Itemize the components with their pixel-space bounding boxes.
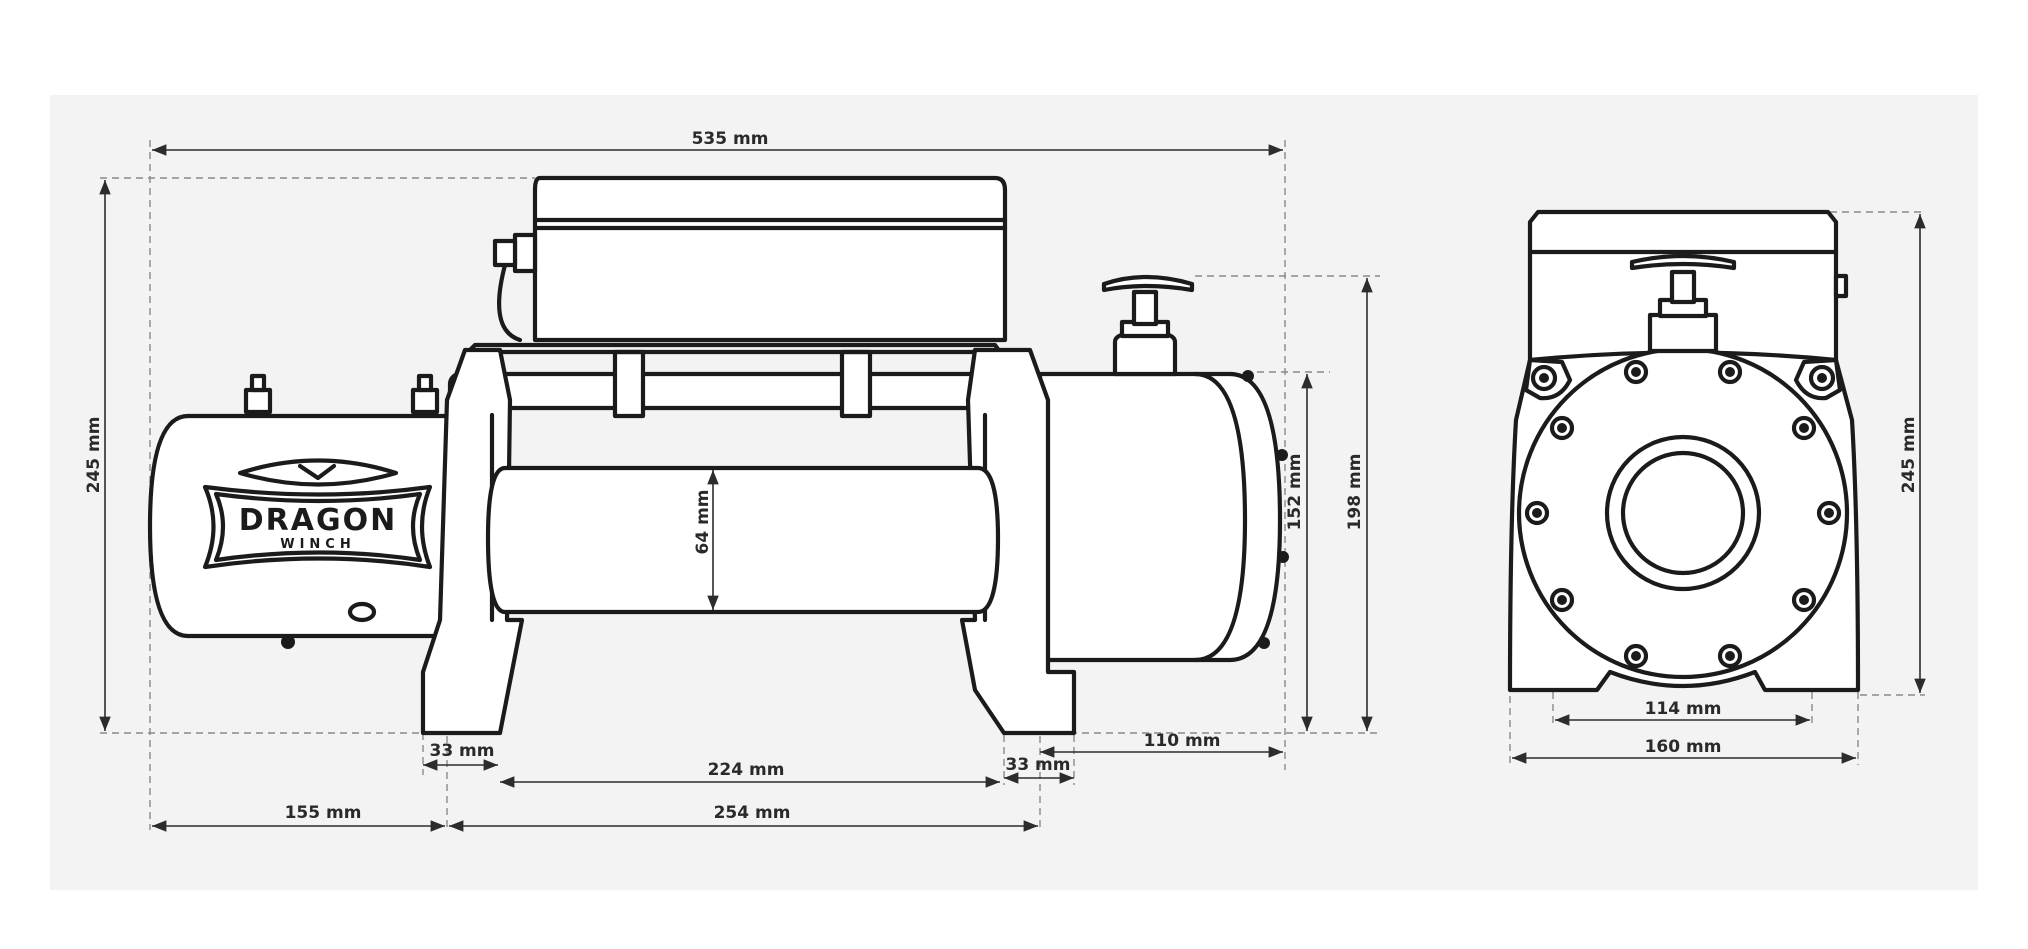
flange-bolts xyxy=(1524,359,1842,669)
brand-logo: DRAGON WINCH xyxy=(202,458,433,570)
bolt xyxy=(1791,415,1817,441)
dimensions-front: 245 mm 114 mm 160 mm xyxy=(1512,214,1926,764)
dim-drum-length: 224 mm xyxy=(708,760,785,780)
gearbox-housing xyxy=(1037,274,1289,663)
bolt xyxy=(1717,643,1743,669)
brand-name: DRAGON xyxy=(239,503,397,538)
cable-drum xyxy=(485,465,1001,615)
drum-hub-inner xyxy=(1620,450,1746,576)
clutch-lever-front xyxy=(1629,253,1737,354)
dimensions-side: 535 mm 245 mm 64 mm 152 mm 198 mm 33 mm … xyxy=(84,129,1373,832)
dim-overall-height: 245 mm xyxy=(84,417,104,494)
dim-foot-right: 33 mm xyxy=(1005,755,1070,775)
bolt xyxy=(1549,415,1575,441)
tie-bar-clamp-left xyxy=(612,349,646,419)
dim-end-height-152: 152 mm xyxy=(1285,454,1305,531)
dim-motor-length: 155 mm xyxy=(285,803,362,823)
tie-bar-clamp-right xyxy=(839,349,873,419)
clutch-lever xyxy=(1101,274,1195,377)
control-box-connector xyxy=(512,232,538,274)
bolt xyxy=(1717,359,1743,385)
motor-vent xyxy=(347,601,377,623)
gearbox-bolt xyxy=(1276,449,1288,461)
dim-overall-length: 535 mm xyxy=(692,129,769,149)
bolt xyxy=(1791,587,1817,613)
bolt xyxy=(1816,500,1842,526)
control-box xyxy=(492,175,1008,343)
gearbox-bolt xyxy=(1277,551,1289,563)
bolt xyxy=(1530,364,1558,392)
gearbox-bolt xyxy=(1242,370,1254,382)
dim-front-height: 245 mm xyxy=(1899,417,1919,494)
gearbox-front xyxy=(1507,346,1861,693)
dim-mount-spacing: 254 mm xyxy=(714,803,791,823)
brand-sub: WINCH xyxy=(280,537,355,552)
motor-terminal-right xyxy=(410,373,440,415)
bolt xyxy=(1549,587,1575,613)
gearbox-bolt xyxy=(1258,637,1270,649)
bolt xyxy=(1524,500,1550,526)
bolt xyxy=(1808,364,1836,392)
bolt xyxy=(1623,643,1649,669)
dim-base-width: 160 mm xyxy=(1645,737,1722,757)
front-view: 245 mm 114 mm 160 mm xyxy=(1507,209,1926,765)
motor-drain-bolt xyxy=(281,635,295,649)
motor-housing xyxy=(147,373,458,649)
dim-end-height-198: 198 mm xyxy=(1345,454,1365,531)
dim-foot-left: 33 mm xyxy=(429,741,494,761)
motor-terminal-left xyxy=(243,373,273,415)
dim-bolt-spacing: 114 mm xyxy=(1645,699,1722,719)
side-view: DRAGON WINCH xyxy=(84,129,1380,832)
dim-end-offset: 110 mm xyxy=(1144,731,1221,751)
dim-drum-diameter: 64 mm xyxy=(693,489,713,554)
bolt xyxy=(1623,359,1649,385)
